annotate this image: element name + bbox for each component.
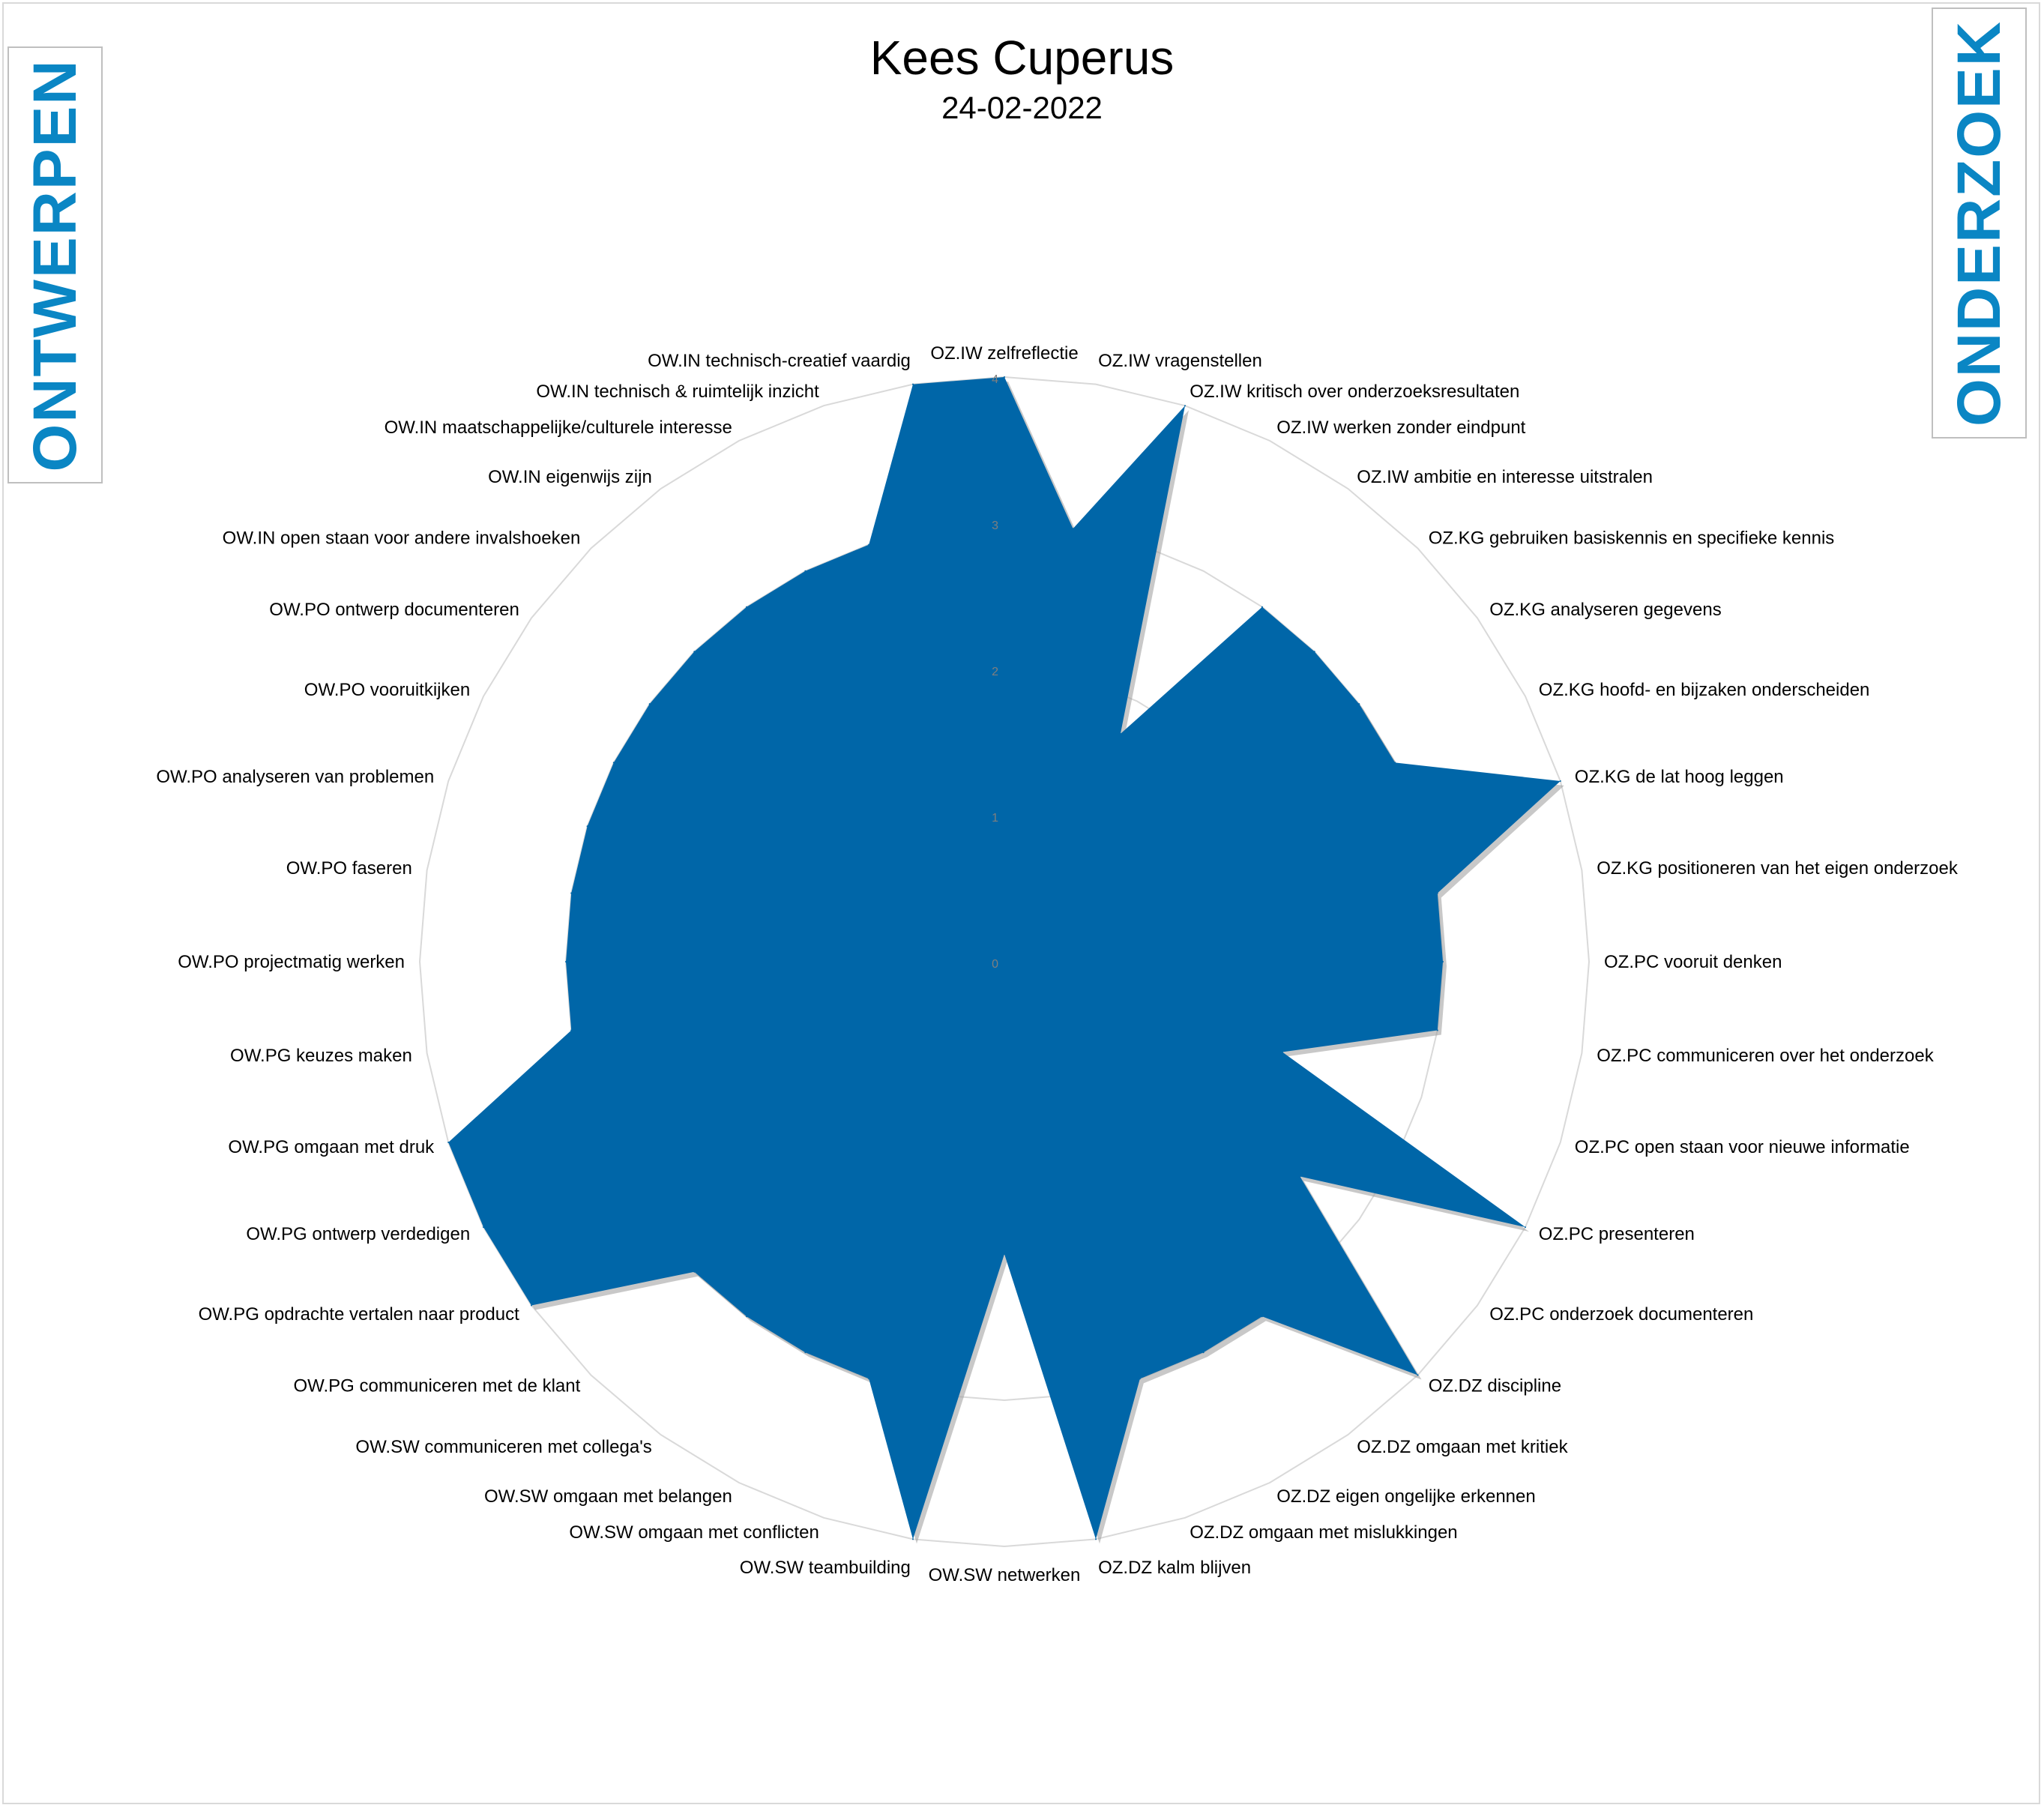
category-label: OW.IN maatschappelijke/culturele interes… <box>385 418 732 438</box>
data-point <box>612 762 615 764</box>
data-point <box>570 892 573 894</box>
category-label: OZ.PC open staan voor nieuwe informatie <box>1575 1137 1910 1157</box>
tick-label: 0 <box>992 958 998 971</box>
data-point <box>1139 1378 1141 1380</box>
data-point <box>1394 762 1396 764</box>
category-label: OZ.PC presenteren <box>1539 1224 1695 1244</box>
data-point <box>1436 1029 1438 1031</box>
data-point <box>1202 1352 1205 1354</box>
category-label: OW.PG ontwerp verdedigen <box>246 1224 470 1244</box>
category-label: OW.PG communiceren met de klant <box>293 1376 580 1396</box>
category-label: OW.SW netwerken <box>929 1565 1081 1585</box>
category-label: OW.PG omgaan met druk <box>228 1137 435 1157</box>
data-point <box>746 1316 748 1318</box>
ontwerpen-banner: ONTWERPEN <box>7 46 103 483</box>
tick-label: 1 <box>992 812 998 825</box>
data-point <box>1436 892 1438 894</box>
data-point <box>1184 405 1186 407</box>
category-label: OZ.KG hoofd- en bijzaken onderscheiden <box>1539 680 1870 700</box>
data-point <box>570 1029 573 1031</box>
category-label: OW.SW communiceren met collega's <box>355 1437 651 1457</box>
category-label: OZ.PC onderzoek documenteren <box>1489 1304 1753 1325</box>
data-point <box>804 570 807 572</box>
category-label: OW.PO ontwerp documenteren <box>269 600 519 620</box>
category-label: OW.PO faseren <box>286 858 412 879</box>
data-point <box>483 1226 484 1229</box>
radar-series <box>447 376 1564 1544</box>
category-label: OW.PG opdrachte vertalen naar product <box>199 1304 520 1325</box>
data-point <box>1442 961 1444 962</box>
category-label: OZ.PC communiceren over het onderzoek <box>1597 1046 1935 1066</box>
category-label: OZ.DZ omgaan met kritiek <box>1357 1437 1568 1457</box>
category-label: OZ.DZ eigen ongelijke erkennen <box>1276 1486 1536 1507</box>
data-point <box>868 1378 870 1380</box>
data-point <box>1559 780 1561 782</box>
category-label: OW.SW omgaan met conflicten <box>569 1522 818 1543</box>
category-label: OW.IN technisch & ruimtelijk inzicht <box>536 382 819 402</box>
chart-subtitle: 24-02-2022 <box>941 90 1103 125</box>
category-label: OZ.IW kritisch over onderzoeksresultaten <box>1190 382 1519 402</box>
data-point <box>1525 1226 1526 1229</box>
category-label: OW.PO vooruitkijken <box>304 680 470 700</box>
category-label: OW.SW teambuilding <box>740 1558 911 1578</box>
data-point <box>447 1142 450 1143</box>
category-label: OW.PO analyseren van problemen <box>156 767 434 787</box>
data-point <box>912 1538 914 1540</box>
radar-category-labels: OZ.IW zelfreflectie OZ.IW vragenstellenOZ… <box>156 343 1958 1585</box>
data-point <box>868 543 870 546</box>
data-point <box>1072 528 1074 530</box>
category-label: OZ.IW vragenstellen <box>1098 351 1262 371</box>
category-label: OW.IN eigenwijs zijn <box>488 467 652 487</box>
data-point <box>1358 703 1360 705</box>
data-point <box>804 1352 807 1354</box>
category-label: OZ.KG analyseren gegevens <box>1489 600 1722 620</box>
data-point <box>1313 651 1315 653</box>
data-point <box>1417 1374 1419 1376</box>
category-label: OZ.PC vooruit denken <box>1604 952 1782 972</box>
data-point <box>1281 1051 1283 1053</box>
tick-label: 3 <box>992 519 998 532</box>
category-label: OW.IN open staan voor andere invalshoeke… <box>223 528 581 548</box>
category-label: OZ.IW zelfreflectie <box>930 343 1078 364</box>
onderzoek-banner: ONDERZOEK <box>1932 7 2027 439</box>
tick-label: 4 <box>992 373 998 386</box>
data-point <box>693 1271 696 1273</box>
category-label: OZ.DZ discipline <box>1429 1376 1561 1396</box>
category-label: OZ.KG gebruiken basiskennis en specifiek… <box>1429 528 1835 548</box>
data-point <box>1004 376 1005 378</box>
category-label: OZ.IW ambitie en interesse uitstralen <box>1357 467 1653 487</box>
category-label: OZ.DZ omgaan met mislukkingen <box>1190 1522 1457 1543</box>
category-label: OZ.IW werken zonder eindpunt <box>1276 418 1525 438</box>
category-label: OW.PG keuzes maken <box>230 1046 412 1066</box>
data-point <box>1261 1316 1263 1318</box>
category-label: OW.PO projectmatig werken <box>178 952 405 972</box>
data-point <box>746 606 748 608</box>
category-label: OW.SW omgaan met belangen <box>484 1486 732 1507</box>
data-point <box>1004 1253 1005 1255</box>
data-point <box>648 703 651 705</box>
category-label: OW.IN technisch-creatief vaardig <box>648 351 911 371</box>
data-point <box>586 825 588 828</box>
data-point <box>1261 606 1263 608</box>
category-label: OZ.KG positioneren van het eigen onderzo… <box>1597 858 1959 879</box>
data-point <box>1299 1175 1301 1178</box>
category-label: OZ.DZ kalm blijven <box>1098 1558 1251 1578</box>
data-point <box>693 651 696 653</box>
data-point <box>565 961 567 962</box>
radar-tick-labels: 0 1 2 3 4 <box>992 373 998 971</box>
data-point <box>1095 1538 1097 1540</box>
category-label: OZ.KG de lat hoog leggen <box>1575 767 1784 787</box>
data-point <box>531 1304 532 1307</box>
data-point <box>912 383 914 385</box>
tick-label: 2 <box>992 666 998 678</box>
grid-ring <box>418 376 1591 1548</box>
data-point <box>1119 732 1121 735</box>
series-area <box>448 377 1561 1540</box>
chart-title: Kees Cuperus <box>869 31 1175 85</box>
